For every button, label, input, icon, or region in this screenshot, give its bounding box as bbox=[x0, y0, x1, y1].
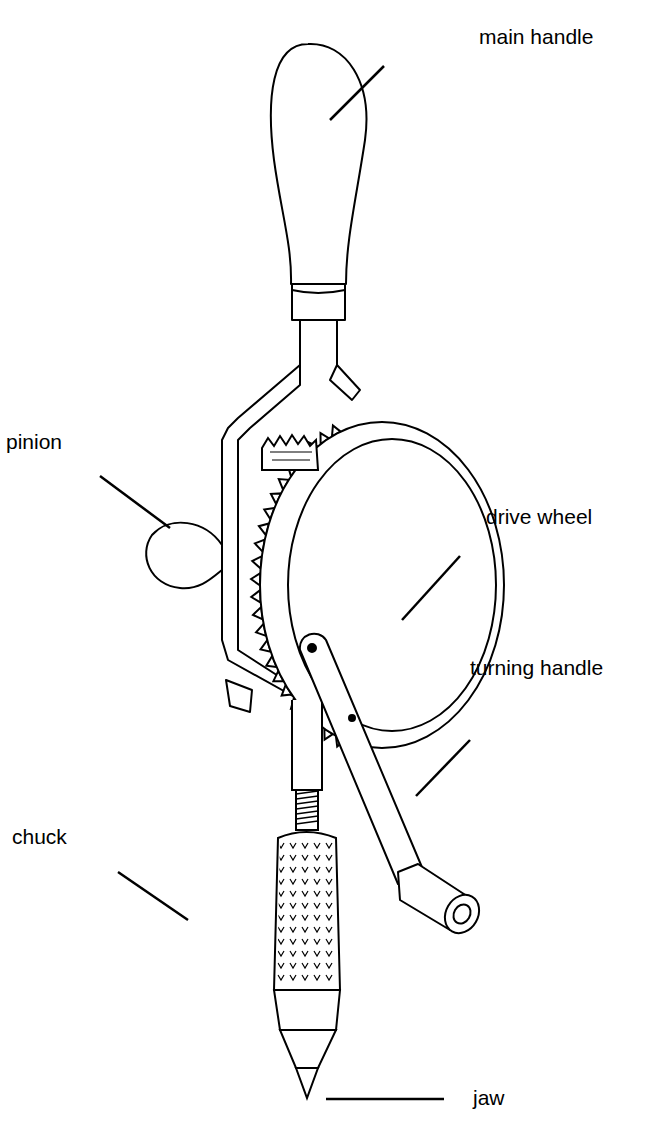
part-label: turning handle bbox=[470, 656, 603, 679]
part-label: main handle bbox=[479, 25, 593, 48]
thread-line bbox=[296, 806, 318, 809]
thread-line bbox=[296, 801, 318, 804]
pinion-gear bbox=[262, 435, 318, 470]
frame-right bbox=[330, 365, 360, 400]
part-label: chuck bbox=[12, 825, 67, 848]
chuck-body bbox=[274, 832, 340, 1098]
main-handle bbox=[271, 44, 367, 284]
thread-line bbox=[296, 791, 318, 794]
part-label: drive wheel bbox=[486, 505, 592, 528]
ferrule-ring bbox=[292, 290, 345, 293]
wheel-tooth bbox=[251, 573, 260, 586]
thread-line bbox=[296, 796, 318, 799]
spindle bbox=[292, 700, 322, 830]
thread-line bbox=[296, 821, 318, 824]
drive-wheel bbox=[251, 422, 504, 748]
side-knob bbox=[146, 523, 222, 589]
part-label: pinion bbox=[6, 430, 62, 453]
upper-shaft bbox=[300, 320, 337, 365]
thread-line bbox=[296, 816, 318, 819]
frame-foot bbox=[226, 680, 252, 712]
ferrule bbox=[292, 284, 345, 320]
part-label: jaw bbox=[473, 1086, 505, 1109]
thread-line bbox=[296, 811, 318, 814]
leader-lines bbox=[100, 66, 470, 1099]
